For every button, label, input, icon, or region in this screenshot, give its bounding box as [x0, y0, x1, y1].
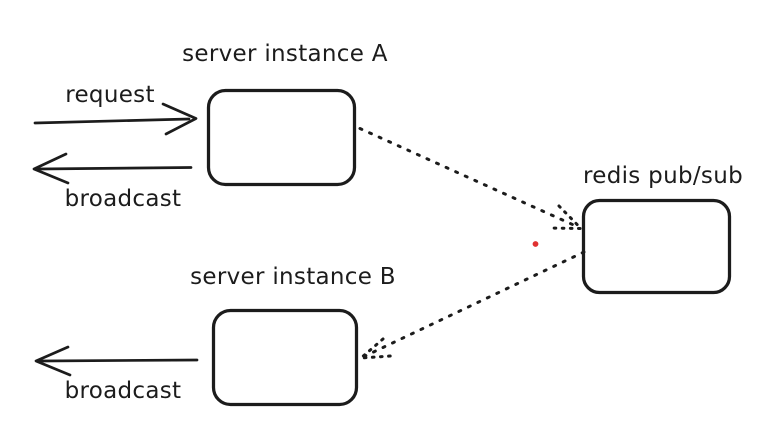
broadcast-b-arrow-head	[34, 345, 72, 377]
broadcast-a-arrow-head	[32, 152, 70, 185]
request-arrow-head	[161, 102, 198, 136]
label-redis: redis pub/sub	[583, 163, 743, 189]
broadcast-b-arrow-shaft	[37, 358, 199, 363]
red-dot	[532, 241, 539, 247]
request-arrow-shaft	[33, 117, 191, 125]
broadcast-a-arrow-shaft	[36, 166, 193, 171]
label-broadcast-a: broadcast	[64, 186, 182, 212]
edge-redis-to-b	[362, 250, 586, 358]
label-broadcast-b: broadcast	[64, 378, 182, 404]
label-server-b: server instance B	[190, 264, 396, 290]
redis-box	[581, 198, 732, 295]
edge-a-to-redis-arrowhead	[548, 204, 583, 230]
server-b-box	[211, 308, 359, 407]
edge-redis-to-b-arrowhead	[359, 337, 393, 360]
label-server-a: server instance A	[182, 41, 388, 67]
edge-a-to-redis	[358, 127, 580, 229]
server-a-box	[206, 88, 357, 187]
label-request: request	[65, 82, 155, 108]
